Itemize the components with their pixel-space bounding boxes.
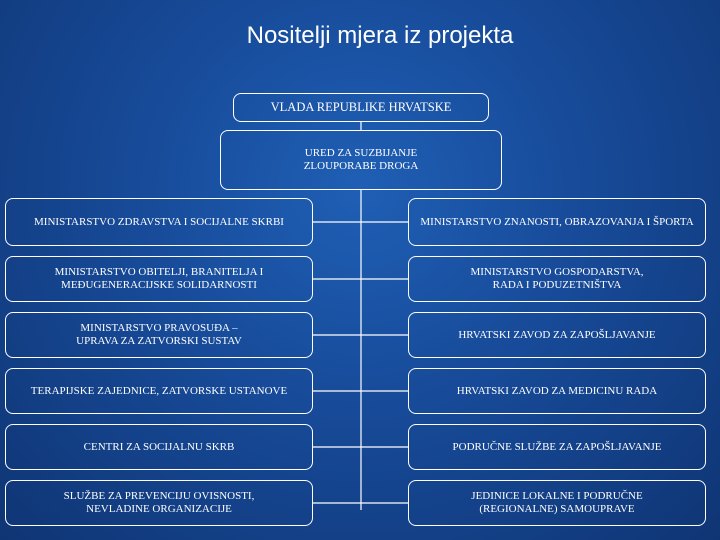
box-right-2: MINISTARSTVO GOSPODARSTVA, RADA I PODUZE… bbox=[408, 256, 706, 302]
box-left-5: CENTRI ZA SOCIJALNU SKRB bbox=[5, 424, 313, 470]
box-right-1: MINISTARSTVO ZNANOSTI, OBRAZOVANJA I ŠPO… bbox=[408, 198, 706, 246]
box-left-6: SLUŽBE ZA PREVENCIJU OVISNOSTI, NEVLADIN… bbox=[5, 480, 313, 526]
box-right-5: PODRUČNE SLUŽBE ZA ZAPOŠLJAVANJE bbox=[408, 424, 706, 470]
box-right-6: JEDINICE LOKALNE I PODRUČNE (REGIONALNE)… bbox=[408, 480, 706, 526]
diagram-title: Nositelji mjera iz projekta bbox=[246, 22, 514, 49]
box-left-2: MINISTARSTVO OBITELJI, BRANITELJA I MEĐU… bbox=[5, 256, 313, 302]
box-left-3: MINISTARSTVO PRAVOSUĐA – UPRAVA ZA ZATVO… bbox=[5, 312, 313, 358]
box-vlada: VLADA REPUBLIKE HRVATSKE bbox=[233, 93, 489, 122]
box-left-1: MINISTARSTVO ZDRAVSTVA I SOCIJALNE SKRBI bbox=[5, 198, 313, 246]
box-right-3: HRVATSKI ZAVOD ZA ZAPOŠLJAVANJE bbox=[408, 312, 706, 358]
box-ured: URED ZA SUZBIJANJE ZLOUPORABE DROGA bbox=[220, 130, 502, 190]
box-right-4: HRVATSKI ZAVOD ZA MEDICINU RADA bbox=[408, 368, 706, 414]
box-left-4: TERAPIJSKE ZAJEDNICE, ZATVORSKE USTANOVE bbox=[5, 368, 313, 414]
